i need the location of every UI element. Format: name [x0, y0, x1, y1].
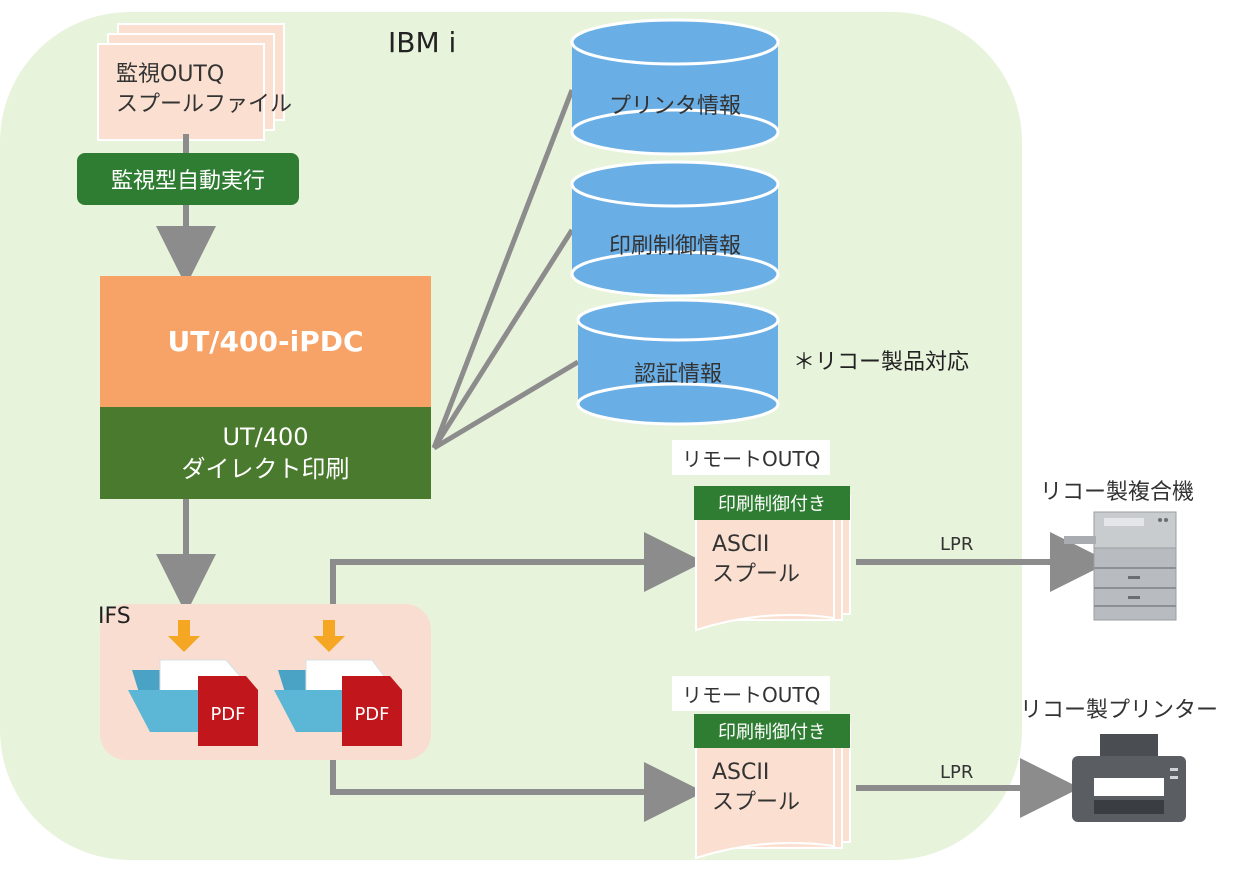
product-module-line2: ダイレクト印刷	[181, 455, 350, 483]
remote-outq-title-2: リモートOUTQ	[672, 676, 831, 711]
download-arrow-icon	[168, 620, 200, 652]
outq-doc-text-2: ASCII スプール	[712, 758, 800, 818]
monitor-spool-line1: 監視OUTQ	[116, 62, 225, 87]
db-connectors	[431, 89, 580, 451]
product-name: UT/400-iPDC	[100, 276, 431, 407]
outq-doc-line2: スプール	[712, 790, 801, 815]
database-cylinder-2	[570, 160, 780, 298]
product-module: UT/400 ダイレクト印刷	[100, 407, 431, 499]
outq-doc-line1: ASCII	[712, 532, 770, 557]
database-cylinder-1	[570, 18, 780, 156]
monitor-spool-text: 監視OUTQ スプールファイル	[116, 60, 292, 120]
database-cylinder-3	[576, 298, 780, 426]
lpr-connectors	[856, 532, 1110, 818]
pdf-icon	[198, 676, 258, 746]
product-module-line1: UT/400	[222, 423, 309, 451]
remote-outq-doc-2	[695, 723, 851, 860]
download-arrow-icon	[313, 620, 345, 652]
monitor-spool-stack	[97, 23, 285, 141]
protocol-label-2: LPR	[940, 762, 974, 783]
trigger-badge: 監視型自動実行	[77, 153, 299, 205]
print-control-badge-1: 印刷制御付き	[694, 486, 850, 520]
pdf-label-2: PDF	[354, 704, 390, 725]
pdf-icon	[342, 676, 402, 746]
outq-doc-text-1: ASCII スプール	[712, 530, 800, 590]
database-label-2: 印刷制御情報	[608, 234, 741, 259]
container-label: IBM i	[388, 26, 457, 59]
database-label-3: 認証情報	[633, 362, 722, 387]
mfp-icon	[1064, 511, 1177, 621]
protocol-label-1: LPR	[940, 534, 974, 555]
print-control-badge-2: 印刷制御付き	[694, 714, 850, 748]
outq-doc-line2: スプール	[712, 562, 801, 587]
outq-doc-line1: ASCII	[712, 760, 770, 785]
device-label-1: リコー製複合機	[1040, 480, 1195, 505]
monitor-spool-line2: スプールファイル	[116, 92, 293, 117]
ifs-label: IFS	[98, 604, 131, 629]
database-label-1: プリンタ情報	[608, 94, 741, 119]
ifs-to-outq-connectors	[330, 532, 704, 822]
remote-outq-title-1: リモートOUTQ	[672, 440, 831, 475]
auth-note: ＊リコー製品対応	[793, 350, 970, 375]
pdf-label-1: PDF	[210, 704, 246, 725]
printer-icon	[1072, 734, 1186, 822]
device-label-2: リコー製プリンター	[1020, 698, 1219, 723]
